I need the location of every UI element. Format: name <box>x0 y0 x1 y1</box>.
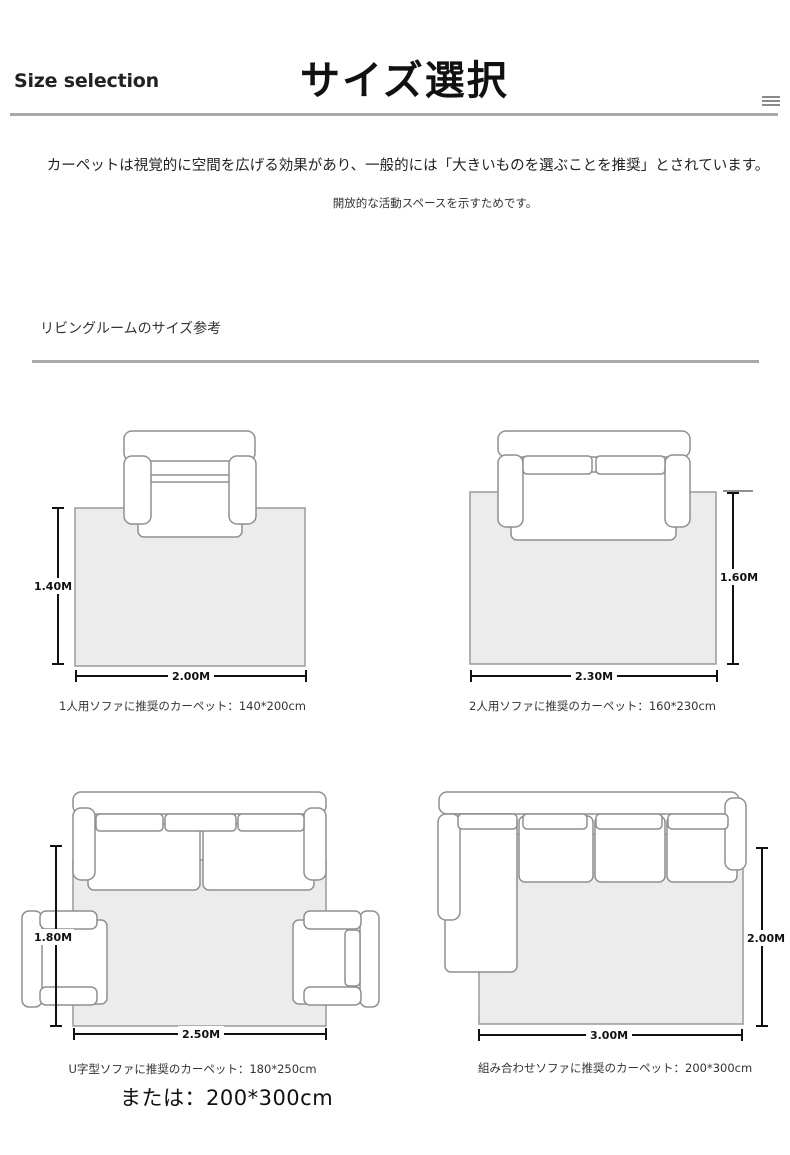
sofa-cushion <box>667 813 729 830</box>
width-label: 2.00M <box>172 670 210 683</box>
armchair-left-back <box>21 910 43 1008</box>
armchair-left-arm-top <box>39 910 98 930</box>
section-title-english: Size selection <box>14 70 159 92</box>
section-divider <box>32 360 759 363</box>
sofa-left-arm <box>72 807 96 881</box>
sofa-seat-right <box>202 823 315 891</box>
sofa-cushion <box>164 813 237 832</box>
sofa-backrest <box>438 791 740 815</box>
diagram-two-seat-sofa: 1.60M 2.30M <box>469 430 763 684</box>
armchair-right-arm-top <box>303 910 362 930</box>
page-title: サイズ選択 <box>300 58 509 104</box>
sofa-seat-left <box>87 823 201 891</box>
sofa-right-arm <box>228 455 257 525</box>
living-room-size-title: リビングルームのサイズ参考 <box>40 321 222 337</box>
height-label: 1.80M <box>34 931 72 944</box>
sofa-seat <box>510 471 677 541</box>
diagram-combination-sofa: 2.00M 3.00M <box>437 791 789 1043</box>
caption-two-seat: 2人用ソファに推奨のカーペット：160*230cm <box>469 699 716 713</box>
header-divider <box>10 113 778 116</box>
sofa-seat <box>137 474 243 538</box>
sofa-cushion <box>595 813 663 830</box>
menu-icon[interactable] <box>762 96 780 108</box>
sofa-right-arm <box>664 454 691 528</box>
sofa-left-arm <box>123 455 152 525</box>
sofa-cushion <box>595 455 666 475</box>
sofa-cushion <box>237 813 305 832</box>
sofa-left-arm <box>437 813 461 921</box>
height-label: 2.00M <box>747 932 785 945</box>
alternative-size: または：200*300cm <box>120 1086 334 1110</box>
sofa-cushion <box>522 455 593 475</box>
sofa-left-arm <box>497 454 524 528</box>
sofa-right-arm <box>303 807 327 881</box>
armchair-right-arm-bottom <box>303 986 362 1006</box>
caption-one-seat: 1人用ソファに推奨のカーペット：140*200cm <box>59 699 306 713</box>
sofa-backrest <box>72 791 327 815</box>
height-label: 1.40M <box>34 580 72 593</box>
width-label: 2.50M <box>182 1028 220 1041</box>
sofa-right-arm <box>724 797 747 871</box>
height-label: 1.60M <box>720 571 758 584</box>
sofa-backrest <box>497 430 691 458</box>
armchair-right-back <box>359 910 380 1008</box>
sofa-cushion <box>457 813 518 830</box>
caption-u-shape: U字型ソファに推奨のカーペット：180*250cm <box>68 1062 317 1076</box>
armchair-left-arm-bottom <box>39 986 98 1006</box>
sofa-cushion <box>95 813 164 832</box>
diagram-u-shape-sofa: 1.80M 2.50M <box>21 791 380 1042</box>
intro-text: カーペットは視覚的に空間を広げる効果があり、一般的には「大きいものを選ぶことを推… <box>46 158 770 174</box>
width-label: 3.00M <box>590 1029 628 1042</box>
caption-combination: 組み合わせソファに推奨のカーペット：200*300cm <box>478 1061 753 1075</box>
sofa-backrest <box>123 430 256 462</box>
intro-subtext: 開放的な活動スペースを示すためです。 <box>332 196 538 210</box>
diagram-one-seat-sofa: 1.40M 2.00M <box>34 430 307 684</box>
sofa-cushion <box>522 813 588 830</box>
width-label: 2.30M <box>575 670 613 683</box>
